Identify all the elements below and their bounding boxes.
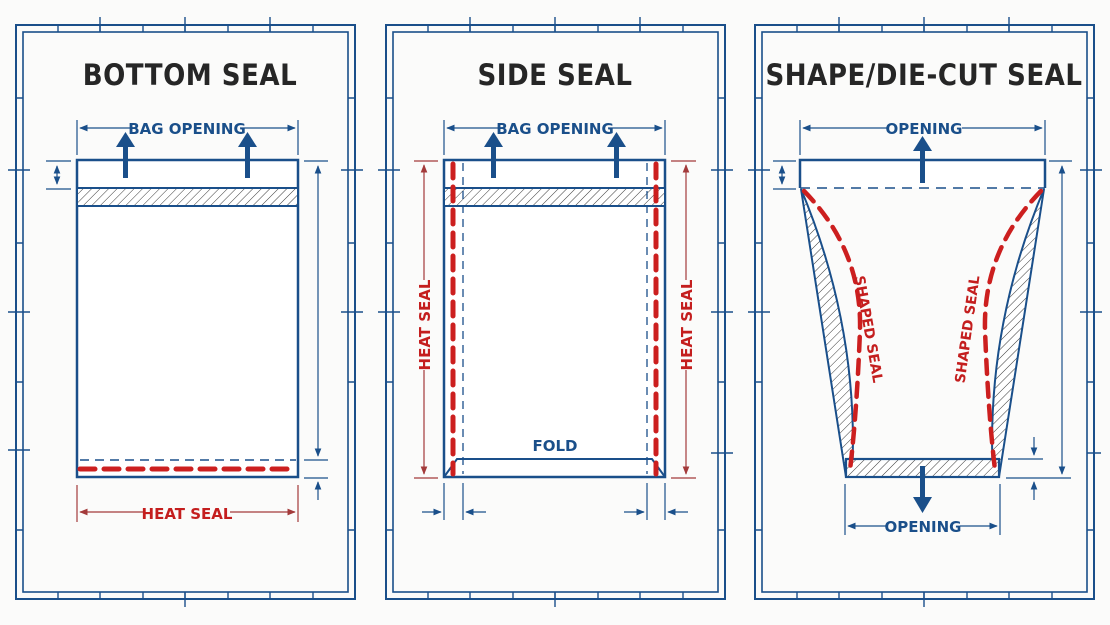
- heat-seal-label-left: HEAT SEAL: [416, 279, 434, 370]
- panel-frame: [378, 17, 733, 607]
- bag-opening-dimension: [76, 120, 299, 155]
- bag-height-dimension: [304, 160, 328, 500]
- shaped-seal-label-right: SHAPED SEAL: [953, 275, 984, 385]
- panel-bottom-seal: BOTTOM SEAL BAG OPENING: [8, 17, 363, 607]
- panel-side-seal: SIDE SEAL BAG OPENING FOLD: [378, 17, 733, 607]
- opening-arrow-up-icon: [913, 136, 932, 183]
- lip-dimension: [773, 160, 796, 190]
- bag-outline: [442, 158, 667, 479]
- panel-frame: [748, 17, 1102, 607]
- panel-title: SHAPE/DIE-CUT SEAL: [766, 58, 1083, 92]
- bag-height-dimension: [1006, 160, 1072, 500]
- opening-arrow-icon: [484, 132, 626, 178]
- bag-opening-label: BAG OPENING: [496, 120, 614, 138]
- shaped-seal-line-right: [982, 188, 1044, 473]
- opening-arrow-icon: [116, 132, 257, 178]
- heat-seal-label: HEAT SEAL: [142, 505, 233, 523]
- bag-opening-dimension: [443, 120, 666, 155]
- panel-shape-die-cut-seal: SHAPE/DIE-CUT SEAL OPENING SHAPED SEA: [748, 17, 1102, 607]
- bottom-opening-dimension: [844, 484, 1001, 535]
- top-opening-label: OPENING: [886, 120, 963, 138]
- opening-arrow-down-icon: [913, 466, 932, 513]
- panel-title: BOTTOM SEAL: [83, 58, 297, 92]
- seal-width-dimension: [422, 483, 688, 520]
- shaped-seal-line-left: [801, 188, 863, 473]
- fold-label: FOLD: [532, 437, 577, 455]
- heat-seal-dimension-right: [671, 160, 696, 479]
- lip-dimension: [46, 160, 71, 190]
- heat-seal-dimension-left: [414, 160, 438, 479]
- shaped-seal-label-left: SHAPED SEAL: [851, 275, 886, 385]
- panel-title: SIDE SEAL: [478, 58, 633, 92]
- heat-seal-label-right: HEAT SEAL: [678, 279, 696, 370]
- bottom-opening-label: OPENING: [885, 518, 962, 536]
- bag-outline: [75, 158, 300, 479]
- heat-seal-dimension: [76, 485, 299, 522]
- panel-frame: [8, 17, 363, 607]
- die-cut-bag-outline: [798, 158, 1047, 479]
- top-opening-dimension: [799, 120, 1046, 155]
- bag-opening-label: BAG OPENING: [128, 120, 246, 138]
